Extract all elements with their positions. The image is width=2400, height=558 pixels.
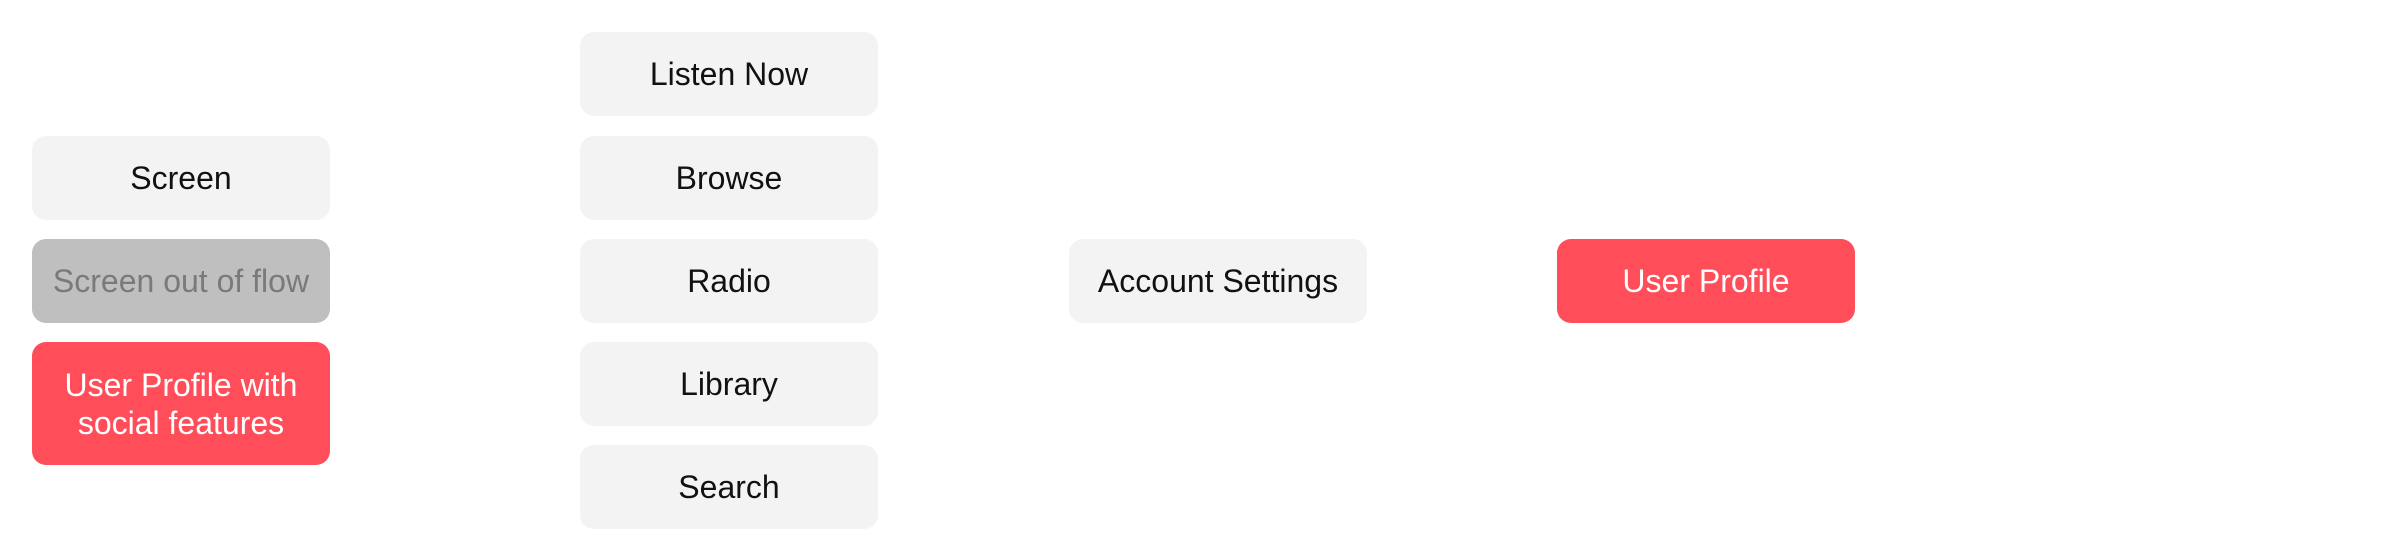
legend-screen-out-of-flow: Screen out of flow bbox=[32, 239, 330, 323]
screen-radio[interactable]: Radio bbox=[580, 239, 878, 323]
screen-account-settings-label: Account Settings bbox=[1097, 263, 1339, 299]
screen-listen-now-label: Listen Now bbox=[649, 56, 809, 92]
legend-user-profile-social-label: User Profile with social features bbox=[64, 366, 298, 441]
screen-library[interactable]: Library bbox=[580, 342, 878, 426]
legend-screen-label: Screen bbox=[130, 160, 232, 196]
screen-library-label: Library bbox=[680, 366, 778, 402]
screen-account-settings[interactable]: Account Settings bbox=[1069, 239, 1367, 323]
screen-user-profile[interactable]: User Profile bbox=[1557, 239, 1855, 323]
screen-search-label: Search bbox=[678, 469, 780, 505]
legend-user-profile-social: User Profile with social features bbox=[32, 342, 330, 465]
screen-radio-label: Radio bbox=[687, 263, 771, 299]
legend-screen: Screen bbox=[32, 136, 330, 220]
screen-listen-now[interactable]: Listen Now bbox=[580, 32, 878, 116]
screen-search[interactable]: Search bbox=[580, 445, 878, 529]
screen-browse-label: Browse bbox=[675, 160, 783, 196]
screen-browse[interactable]: Browse bbox=[580, 136, 878, 220]
screen-user-profile-label: User Profile bbox=[1622, 263, 1790, 299]
legend-screen-out-of-flow-label: Screen out of flow bbox=[52, 263, 310, 299]
